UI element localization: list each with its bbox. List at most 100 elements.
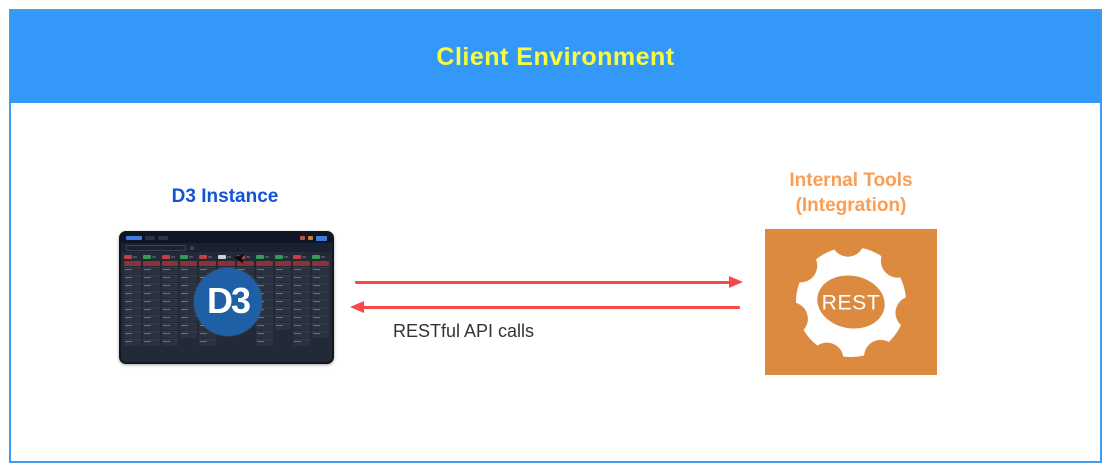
dashboard-card [312,267,329,274]
dashboard-card [180,291,198,298]
arrowhead-left-icon [350,301,364,313]
dashboard-card [124,275,141,282]
dashboard-card [274,315,292,322]
dashboard-card [293,323,311,330]
dashboard-logo-chip [126,236,142,240]
dashboard-card [293,331,311,338]
column-status-badge [293,255,302,259]
dashboard-card [124,291,141,298]
dashboard-card [274,299,292,306]
dashboard-card [142,315,160,322]
internal-tools-label-line2: (Integration) [795,195,907,216]
dashboard-card [274,291,292,298]
dashboard-card [274,323,292,330]
dashboard-menu-chip [158,236,168,240]
column-status-badge [255,255,264,259]
d3-dashboard-screenshot: D3 [119,231,334,364]
dashboard-card [293,339,311,346]
dashboard-card [124,339,141,346]
rest-gear-icon: REST [775,238,927,366]
column-status-badge [218,255,227,259]
column-status-badge [124,255,132,259]
dashboard-card [255,323,273,330]
column-status-badge [312,255,321,259]
dashboard-card [312,323,329,330]
dashboard-status-chip [300,236,305,240]
dashboard-column [124,254,141,347]
dashboard-card [180,299,198,306]
dashboard-columns [121,252,332,349]
column-status-badge [236,255,245,259]
page-title: Client Environment [436,42,675,71]
dashboard-column [161,254,179,347]
dashboard-column [293,254,311,347]
dashboard-card [312,331,329,338]
dashboard-card [142,339,160,346]
dashboard-card [312,299,329,306]
dashboard-filter-icon [190,245,194,250]
dashboard-card [312,307,329,314]
dashboard-card [142,283,160,290]
dashboard-card [124,283,141,290]
dashboard-card [274,283,292,290]
dashboard-card [124,331,141,338]
dashboard-card [236,267,254,274]
dashboard-card [255,283,273,290]
dashboard-card [255,267,273,274]
dashboard-column [274,254,292,331]
internal-tools-box: REST [765,229,937,375]
dashboard-card [124,299,141,306]
dashboard-card [161,283,179,290]
dashboard-card [180,267,198,274]
dashboard-card [161,275,179,282]
dashboard-card [293,291,311,298]
dashboard-card [312,275,329,282]
internal-tools-label-line1: Internal Tools [789,170,913,191]
column-status-badge [199,255,208,259]
dashboard-card [293,275,311,282]
dashboard-card [255,331,273,338]
d3-logo-text: D3 [206,280,251,321]
dashboard-card [293,315,311,322]
dashboard-card [161,323,179,330]
dashboard-card [293,283,311,290]
rest-gear-label: REST [822,292,881,315]
arrowhead-right-icon [729,276,743,288]
internal-tools-label: Internal Tools (Integration) [751,168,951,218]
dashboard-card [142,331,160,338]
dashboard-card [180,323,198,330]
dashboard-card [180,315,198,322]
dashboard-card [161,331,179,338]
dashboard-card [274,307,292,314]
cursor-icon: ➤ [231,248,248,267]
dashboard-card [255,315,273,322]
dashboard-card [124,323,141,330]
arrow-d3-to-tools [355,281,731,284]
dashboard-card [199,331,217,338]
column-status-badge [161,255,170,259]
dashboard-card [161,339,179,346]
dashboard-card [124,315,141,322]
dashboard-card [142,291,160,298]
dashboard-card [255,339,273,346]
dashboard-card [124,267,141,274]
dashboard-card [199,267,217,274]
dashboard-status-chip [308,236,313,240]
dashboard-card [180,331,198,338]
dashboard-card [199,339,217,346]
dashboard-card [180,307,198,314]
dashboard-card [274,275,292,282]
column-status-badge [142,255,151,259]
dashboard-card [142,275,160,282]
dashboard-card [274,267,292,274]
dashboard-card [293,299,311,306]
dashboard-card [161,315,179,322]
dashboard-column [142,254,160,347]
dashboard-card [312,315,329,322]
dashboard-card [142,299,160,306]
column-status-badge [274,255,283,259]
dashboard-card [161,307,179,314]
dashboard-card [161,299,179,306]
dashboard-column [180,254,198,339]
dashboard-action-chip [316,235,327,241]
